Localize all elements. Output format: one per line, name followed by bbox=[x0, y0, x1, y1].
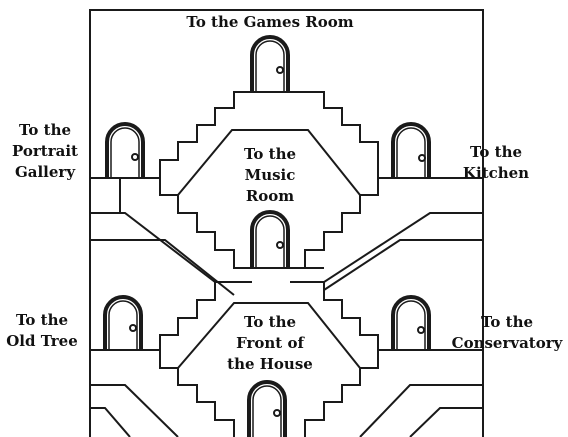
bottom-left-ramp-inner bbox=[90, 408, 130, 437]
door-old-tree[interactable] bbox=[105, 297, 141, 350]
label-games-room: To the Games Room bbox=[180, 12, 360, 33]
right-upper-ramp bbox=[324, 213, 483, 300]
label-portrait-gallery: To the Portrait Gallery bbox=[0, 120, 90, 183]
label-old-tree: To the Old Tree bbox=[0, 310, 84, 352]
lower-right-landing bbox=[305, 350, 483, 437]
lower-left-landing bbox=[90, 350, 234, 437]
door-kitchen[interactable] bbox=[393, 124, 429, 178]
middle-right-stairs bbox=[290, 213, 360, 268]
label-music-room: To the Music Room bbox=[222, 144, 318, 207]
bottom-right-ramp bbox=[360, 385, 483, 437]
door-portrait-gallery[interactable] bbox=[107, 124, 143, 178]
label-kitchen: To the Kitchen bbox=[446, 142, 546, 184]
bottom-left-ramp bbox=[90, 385, 178, 437]
door-conservatory[interactable] bbox=[393, 297, 429, 350]
label-front-of-house: To the Front of the House bbox=[218, 312, 322, 375]
label-conservatory: To the Conservatory bbox=[446, 312, 568, 354]
door-front-of-house[interactable] bbox=[249, 382, 285, 437]
upper-left-landing bbox=[90, 178, 197, 213]
right-ramp-inner bbox=[324, 240, 483, 290]
door-music-room[interactable] bbox=[252, 212, 288, 268]
upper-left-floor bbox=[90, 178, 120, 213]
bottom-right-ramp-inner bbox=[410, 408, 483, 437]
left-ramp-inner bbox=[90, 240, 234, 295]
door-games-room[interactable] bbox=[252, 37, 288, 92]
